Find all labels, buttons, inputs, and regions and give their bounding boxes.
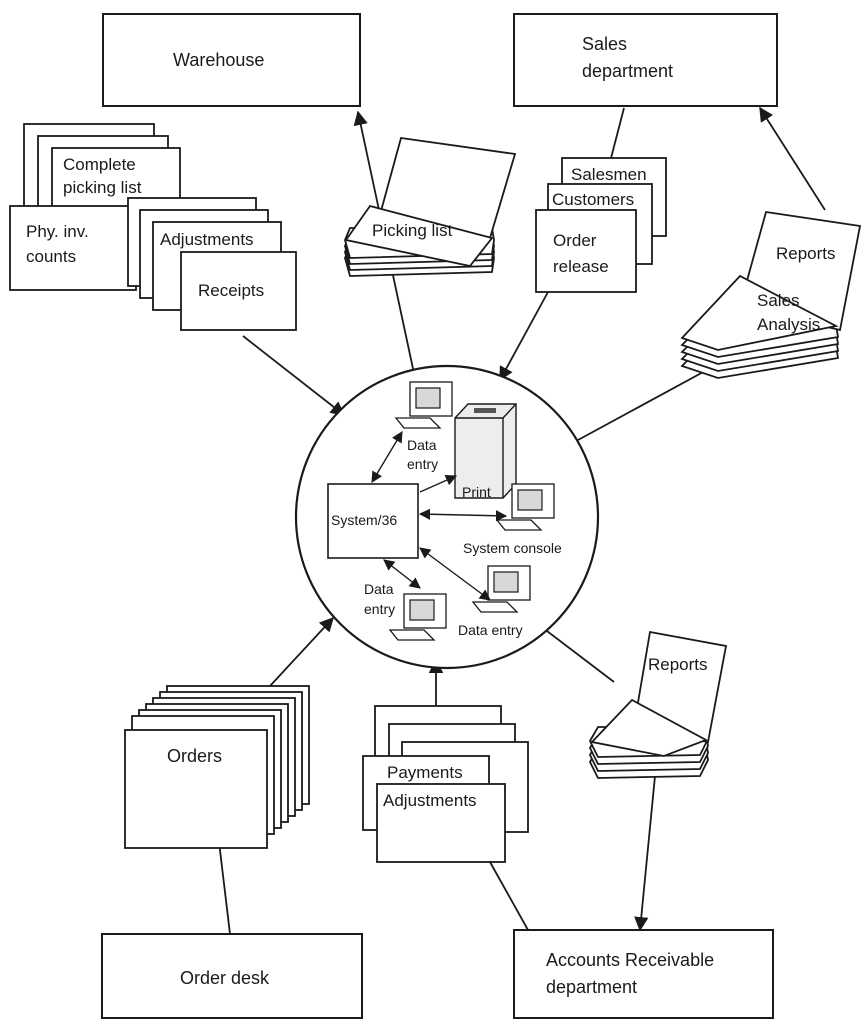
order-release-label-line2: release xyxy=(553,257,609,276)
inventory-documents: Complete picking list Phy. inv. counts A… xyxy=(9,123,297,331)
orders-label: Orders xyxy=(167,746,222,766)
sales-analysis-label-line2: Analysis xyxy=(757,315,820,334)
system36-box xyxy=(327,483,419,559)
arrow-from-inventory-docs xyxy=(242,335,346,416)
sales-department-label-line1: Sales xyxy=(582,34,627,54)
payments-label: Payments xyxy=(387,763,463,782)
print-label: Print xyxy=(462,484,491,500)
arrow-from-orders xyxy=(269,616,334,687)
arrow-to-sales-department xyxy=(759,106,826,211)
system36-circle: System/36 Data entry Print System consol… xyxy=(294,364,600,670)
complete-picking-label-line2: picking list xyxy=(63,178,142,197)
data-entry-left-label-line2: entry xyxy=(364,601,395,617)
arrow-system-data-entry-top xyxy=(371,431,403,483)
arrow-system-data-entry-right xyxy=(419,547,491,601)
line-circle-to-sales-analysis xyxy=(566,363,719,447)
complete-picking-label-line1: Complete xyxy=(63,155,136,174)
arrow-system-to-print xyxy=(419,474,458,493)
arrow-system-console xyxy=(418,508,508,522)
order-desk-box: Order desk xyxy=(101,933,363,1019)
data-entry-left-label-line1: Data xyxy=(364,581,394,597)
order-desk-label: Order desk xyxy=(180,968,270,988)
printer-icon xyxy=(454,403,517,499)
order-release-label-line1: Order xyxy=(553,231,597,250)
accounts-receivable-label-line2: department xyxy=(546,977,637,997)
arrow-from-order-release xyxy=(499,291,549,382)
terminal-icon-top xyxy=(394,381,453,429)
receipts-label: Receipts xyxy=(198,281,264,300)
system-console-label: System console xyxy=(463,540,562,556)
adjustments-bottom-label: Adjustments xyxy=(383,791,477,810)
picking-list-printout: Picking list xyxy=(344,136,517,277)
phy-inv-label-line1: Phy. inv. xyxy=(26,222,89,241)
arrow-to-accounts-receivable xyxy=(634,775,656,932)
accounts-receivable-label-line1: Accounts Receivable xyxy=(546,950,714,970)
line-circle-to-reports xyxy=(542,627,615,683)
reports-printout: Reports xyxy=(588,630,728,779)
reports-bottom-label: Reports xyxy=(648,655,708,674)
sales-analysis-printout: Reports Sales Analysis xyxy=(680,210,862,379)
terminal-icon-bottom-right xyxy=(471,565,531,613)
warehouse-box: Warehouse xyxy=(102,13,361,107)
data-entry-right-label: Data entry xyxy=(458,622,523,638)
adjustments-top-label: Adjustments xyxy=(160,230,254,249)
picking-list-label: Picking list xyxy=(372,221,453,240)
line-adjustments-to-ar xyxy=(489,861,529,931)
system36-label: System/36 xyxy=(331,512,397,528)
data-entry-top-label-line2: entry xyxy=(407,456,438,472)
reports-top-label: Reports xyxy=(776,244,836,263)
phy-inv-label-line2: counts xyxy=(26,247,76,266)
data-entry-top-label-line1: Data xyxy=(407,437,437,453)
sales-documents: Salesmen Customers Order release xyxy=(535,157,667,293)
customers-label: Customers xyxy=(552,190,634,209)
accounts-receivable-box: Accounts Receivable department xyxy=(513,929,774,1019)
sales-analysis-label-line1: Sales xyxy=(757,291,800,310)
salesmen-label: Salesmen xyxy=(571,165,647,184)
warehouse-label: Warehouse xyxy=(173,50,264,70)
orders-stack: Orders xyxy=(124,685,310,849)
sales-department-label-line2: department xyxy=(582,61,673,81)
sales-department-box: Sales department xyxy=(513,13,778,107)
terminal-icon-console xyxy=(495,483,555,531)
payments-stack: Payments Adjustments xyxy=(362,705,529,863)
arrow-system-data-entry-left xyxy=(383,559,421,589)
line-sales-dept-docs xyxy=(609,107,625,163)
